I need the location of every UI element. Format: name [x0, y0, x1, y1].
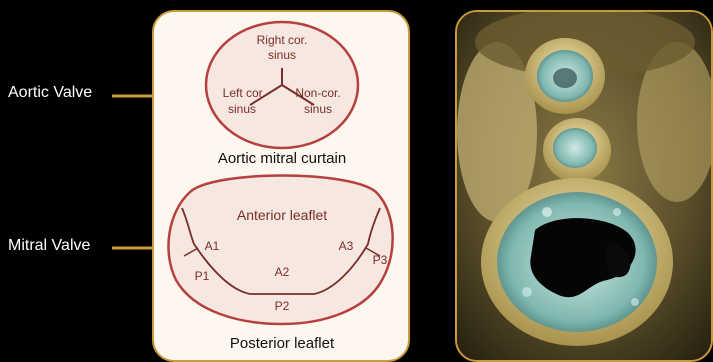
left-cor-sinus-label-1: Left cor. — [223, 86, 266, 100]
anterior-leaflet-label: Anterior leaflet — [237, 207, 327, 223]
right-cor-sinus-label-2: sinus — [268, 48, 296, 62]
mitral-valve-label: Mitral Valve — [8, 237, 90, 255]
aortic-valve-diagram: Right cor. sinus Left cor. sinus Non-cor… — [206, 22, 358, 148]
echo-3d-image-panel — [455, 10, 713, 362]
left-cor-sinus-label-2: sinus — [228, 102, 256, 116]
posterior-leaflet-label: Posterior leaflet — [230, 335, 335, 352]
p2-label: P2 — [275, 299, 290, 313]
a2-label: A2 — [275, 265, 290, 279]
a3-label: A3 — [339, 239, 354, 253]
valve-schematic: Right cor. sinus Left cor. sinus Non-cor… — [154, 12, 408, 360]
p1-label: P1 — [195, 269, 210, 283]
a1-label: A1 — [205, 239, 220, 253]
mitral-valve-diagram: Anterior leaflet A1 A2 A3 P1 P2 P3 — [168, 176, 392, 325]
non-cor-sinus-label-1: Non-cor. — [295, 86, 340, 100]
valve-diagram-panel: Right cor. sinus Left cor. sinus Non-cor… — [152, 10, 410, 362]
right-cor-sinus-label-1: Right cor. — [257, 33, 308, 47]
non-cor-sinus-label-2: sinus — [304, 102, 332, 116]
aortic-valve-label: Aortic Valve — [8, 84, 92, 102]
p3-label: P3 — [373, 253, 388, 267]
aortic-mitral-curtain-label: Aortic mitral curtain — [218, 150, 346, 167]
echo-3d-image — [457, 12, 711, 360]
